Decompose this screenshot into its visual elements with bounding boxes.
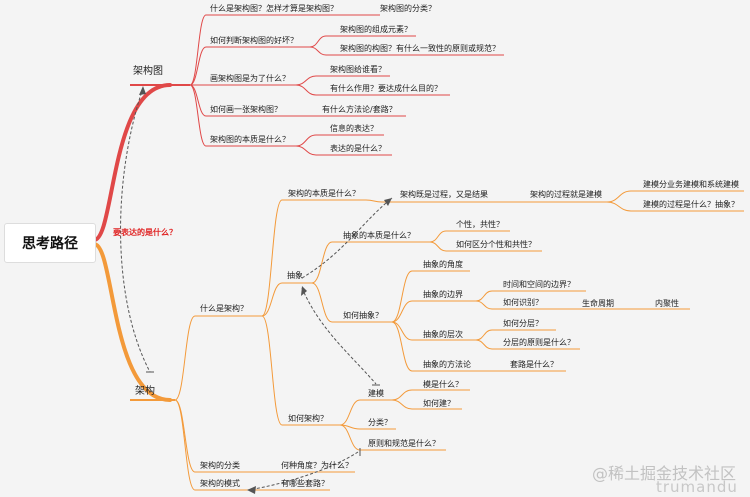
node-time-space-boundary[interactable]: 时间和空间的边界？ (503, 280, 575, 289)
node-process-is-modeling[interactable]: 架构的过程就是建模 (530, 190, 602, 199)
topic-jiagoutu[interactable]: 架构图 (133, 66, 163, 77)
node-abstraction-angle[interactable]: 抽象的角度 (423, 260, 463, 269)
watermark-site: @稀土掘金技术社区 (592, 464, 737, 483)
bottom-branch-links (174, 190, 744, 491)
watermark-author: trumandu (656, 478, 738, 496)
node-abstraction-essence[interactable]: 抽象的本质是什么？ (343, 231, 415, 240)
node-modeling-types[interactable]: 建模分业务建模和系统建模 (643, 180, 739, 189)
node-diagram-elements[interactable]: 架构图的组成元素？ (340, 25, 412, 34)
node-principles[interactable]: 原则和规范是什么？ (368, 439, 440, 448)
node-how-architect[interactable]: 如何架构？ (288, 414, 328, 423)
node-what-routine[interactable]: 套路是什么？ (510, 360, 558, 369)
node-arch-patterns[interactable]: 架构的模式 (200, 479, 240, 488)
branch-bottom (92, 242, 172, 402)
node-how-build[interactable]: 如何建？ (423, 399, 455, 408)
node-diagram-types[interactable]: 架构图的分类？ (380, 4, 436, 13)
node-distinguish[interactable]: 如何区分个性和共性？ (456, 240, 536, 249)
node-abstraction-methodology[interactable]: 抽象的方法论 (423, 360, 471, 369)
node-arch-essence[interactable]: 架构的本质是什么？ (288, 189, 360, 198)
node-what-expressed[interactable]: 表达的是什么？ (330, 144, 386, 153)
node-layer-principle[interactable]: 分层的原则是什么？ (503, 338, 575, 347)
node-lifecycle[interactable]: 生命周期 (582, 299, 614, 308)
node-how-layer[interactable]: 如何分层？ (503, 319, 543, 328)
node-methodology[interactable]: 有什么方法论/套路？ (322, 105, 397, 114)
node-which-angle[interactable]: 何种角度？为什么？ (281, 461, 353, 470)
node-arch-classification[interactable]: 架构的分类 (200, 461, 240, 470)
branch-top (92, 83, 172, 242)
node-cohesion[interactable]: 内聚性 (655, 299, 679, 308)
node-judge-diagram[interactable]: 如何判断架构图的好坏？ (210, 36, 298, 45)
root-topic[interactable]: 思考路径 (4, 223, 96, 263)
topic-jiagou[interactable]: 架构 (135, 386, 155, 397)
node-purpose[interactable]: 有什么作用？要达成什么目的？ (330, 84, 442, 93)
node-modeling[interactable]: 建模 (368, 389, 384, 398)
node-abstraction[interactable]: 抽象 (287, 271, 303, 280)
top-branch-links (189, 14, 504, 156)
node-individual-common[interactable]: 个性，共性？ (456, 220, 504, 229)
annotation-label: 要表达的是什么？ (113, 228, 177, 237)
node-how-abstract[interactable]: 如何抽象？ (343, 311, 383, 320)
node-what-is-model[interactable]: 模是什么？ (423, 380, 463, 389)
node-info-expression[interactable]: 信息的表达？ (330, 124, 378, 133)
node-what-is-architecture[interactable]: 什么是架构？ (200, 304, 248, 313)
arrowheads (139, 86, 392, 494)
node-classification[interactable]: 分类？ (368, 418, 392, 427)
node-how-identify[interactable]: 如何识别？ (503, 298, 543, 307)
node-why-draw[interactable]: 画架构图是为了什么？ (210, 74, 290, 83)
node-how-draw[interactable]: 如何画一张架构图？ (210, 105, 282, 114)
node-what-routines[interactable]: 有哪些套路？ (281, 479, 329, 488)
node-audience[interactable]: 架构图给谁看？ (330, 65, 386, 74)
dashed-relations (120, 87, 393, 491)
node-diagram-essence[interactable]: 架构图的本质是什么？ (210, 135, 290, 144)
node-abstraction-boundary[interactable]: 抽象的边界 (423, 290, 463, 299)
node-what-is-diagram[interactable]: 什么是架构图？怎样才算是架构图？ (210, 4, 338, 13)
node-diagram-composition[interactable]: 架构图的构图？有什么一致性的原则或规范？ (340, 44, 500, 53)
node-abstraction-level[interactable]: 抽象的层次 (423, 330, 463, 339)
node-modeling-process[interactable]: 建模的过程是什么？抽象？ (643, 200, 739, 209)
node-process-and-result[interactable]: 架构既是过程，又是结果 (400, 190, 488, 199)
